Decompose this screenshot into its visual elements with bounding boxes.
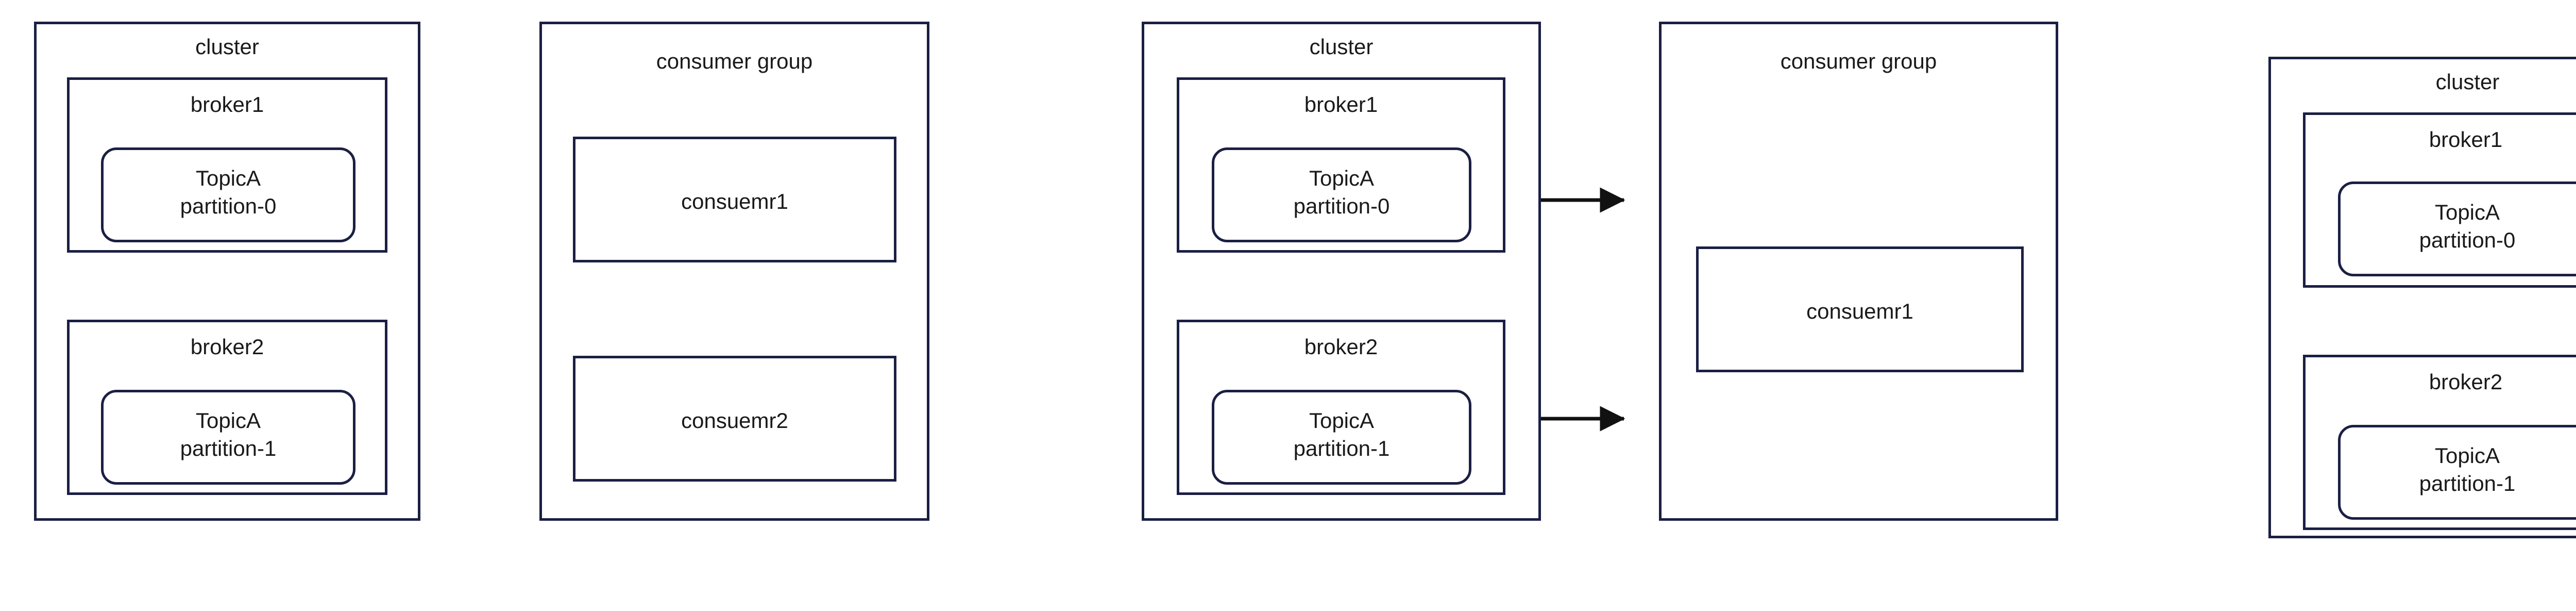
partition-0-box: TopicA partition-0 — [101, 147, 355, 242]
consumer-2-label: consuemr2 — [681, 408, 788, 433]
panel-kafka-many-to-one: cluster broker1 TopicA partition-0 broke… — [1108, 0, 2576, 538]
cluster-title: cluster — [1309, 35, 1374, 59]
partition-1-id: partition-1 — [2419, 471, 2516, 496]
consumer-group-title: consumer group — [1780, 49, 1937, 73]
partition-0-id: partition-0 — [180, 193, 277, 218]
partition-0-topic: TopicA — [1309, 166, 1375, 190]
partition-1-label: TopicA partition-1 — [2341, 442, 2576, 498]
consumer-box-1: consuemr1 — [573, 137, 896, 262]
consumer-1-label: consuemr1 — [1806, 299, 1913, 323]
partition-1-box: TopicA partition-1 — [101, 390, 355, 485]
broker2-title: broker2 — [1304, 335, 1378, 359]
panel-kafka-idle-consumer: cluster broker1 TopicA partition-0 broke… — [2215, 0, 2576, 538]
partition-0-id: partition-0 — [2419, 227, 2516, 252]
broker2-title: broker2 — [190, 335, 264, 359]
partition-0-id: partition-0 — [1293, 193, 1390, 218]
partition-0-box: TopicA partition-0 — [2338, 181, 2576, 276]
cluster-title: cluster — [2435, 70, 2500, 94]
broker1-title: broker1 — [1304, 92, 1378, 117]
partition-1-box: TopicA partition-1 — [1212, 390, 1471, 485]
partition-1-id: partition-1 — [1293, 436, 1390, 460]
partition-0-label: TopicA partition-0 — [1214, 164, 1469, 220]
partition-1-id: partition-1 — [180, 436, 277, 460]
broker1-title: broker1 — [2429, 127, 2503, 152]
partition-0-label: TopicA partition-0 — [104, 164, 353, 220]
consumer-1-label: consuemr1 — [681, 189, 788, 213]
consumer-box-2: consuemr2 — [573, 356, 896, 482]
partition-1-topic: TopicA — [195, 408, 261, 433]
consumer-group-title: consumer group — [656, 49, 813, 73]
panel-kafka-one-to-one: cluster broker1 TopicA partition-0 broke… — [0, 0, 1625, 538]
partition-0-box: TopicA partition-0 — [1212, 147, 1471, 242]
partition-1-label: TopicA partition-1 — [104, 407, 353, 463]
consumer-box-1: consuemr1 — [1696, 246, 2024, 372]
broker1-title: broker1 — [190, 92, 264, 117]
partition-1-label: TopicA partition-1 — [1214, 407, 1469, 463]
partition-1-box: TopicA partition-1 — [2338, 425, 2576, 520]
diagram-canvas: cluster broker1 TopicA partition-0 broke… — [0, 0, 2576, 538]
partition-0-topic: TopicA — [195, 166, 261, 190]
partition-1-topic: TopicA — [2434, 443, 2500, 468]
cluster-title: cluster — [195, 35, 259, 59]
partition-0-label: TopicA partition-0 — [2341, 199, 2576, 254]
partition-0-topic: TopicA — [2434, 200, 2500, 224]
partition-1-topic: TopicA — [1309, 408, 1375, 433]
broker2-title: broker2 — [2429, 370, 2503, 394]
